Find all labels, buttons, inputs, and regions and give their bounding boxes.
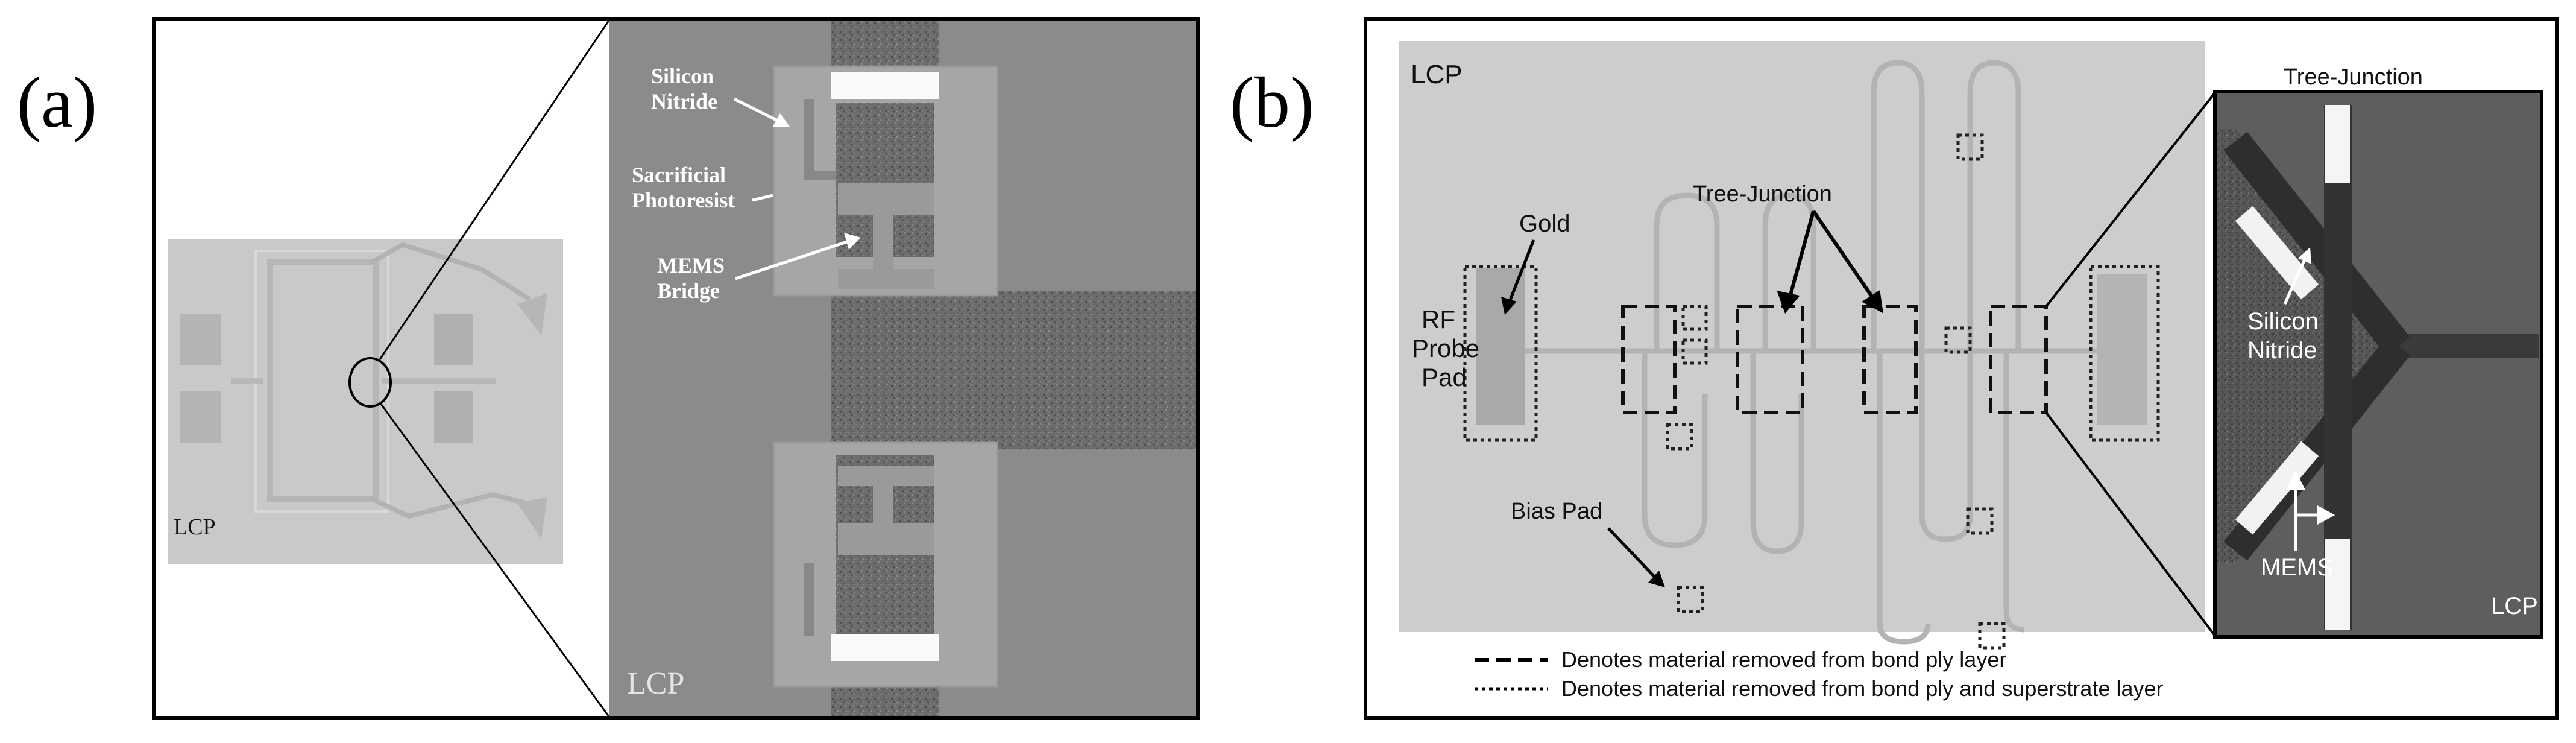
zoom-line-top: [379, 21, 610, 360]
inset-silicon-nitride-arrow: [2283, 257, 2307, 305]
zoom-lcp-label: LCP: [627, 666, 684, 701]
silicon-nitride-label-line2: Nitride: [651, 89, 717, 113]
mems-bridge-label-line2: Bridge: [657, 279, 720, 303]
rf-probe-pad-left: [1476, 268, 1525, 425]
panel-b-label: (b): [1230, 62, 1314, 142]
gold-arrow: [1508, 239, 1535, 302]
legend-dashed-text: Denotes material removed from bond ply l…: [1561, 647, 2006, 672]
dotted-cutouts: [1463, 133, 2160, 650]
panel-a: LCP Silicon: [152, 17, 1200, 720]
rf-label-line3: Pad: [1422, 363, 1467, 391]
lcp-label: LCP: [1411, 60, 1463, 89]
silicon-nitride-arrow: [733, 97, 784, 125]
dashed-cutouts: [1621, 305, 2048, 414]
panel-a-figure: LCP Silicon: [168, 21, 1196, 716]
bias-pad-arrow: [1607, 527, 1657, 579]
rf-label-line2: Probe: [1412, 334, 1479, 362]
legend: Denotes material removed from bond ply l…: [1475, 647, 2164, 701]
silicon-nitride-label-line1: Silicon: [651, 64, 714, 88]
inset-title: Tree-Junction: [2284, 65, 2423, 90]
mems-bridge-micrograph: [609, 21, 1196, 716]
inset-lcp-label: LCP: [2491, 593, 2538, 619]
mems-bridge-label-line1: MEMS: [657, 253, 725, 277]
zoom-circle: [348, 357, 392, 408]
lcp-overview-image: [168, 239, 563, 564]
photoresist-arrow: [752, 194, 773, 202]
gold-label: Gold: [1519, 210, 1570, 237]
panel-b-figure: LCP Gold RF Probe Pad Tree-Junction Bias…: [1399, 41, 2543, 701]
legend-dotted-text: Denotes material removed from bond ply a…: [1561, 676, 2164, 701]
tree-junction-inset: [2213, 90, 2543, 639]
bias-pad-label: Bias Pad: [1511, 499, 1602, 524]
zoom-line-bottom: [380, 403, 610, 716]
inset-mems-label: MEMS: [2261, 554, 2333, 581]
photoresist-label-line2: Photoresist: [632, 188, 735, 212]
tree-junction-label: Tree-Junction: [1693, 182, 1832, 207]
inset-silicon-nitride-line2: Nitride: [2247, 337, 2317, 364]
inset-mems-arrows: [2285, 470, 2335, 551]
rf-label-line1: RF: [1422, 305, 1455, 334]
tree-junction-arrows: [1777, 210, 1883, 314]
inset-silicon-nitride-line1: Silicon: [2247, 308, 2319, 335]
rf-probe-pad-right: [2097, 274, 2147, 425]
mems-bridge-arrow: [735, 239, 849, 280]
panel-a-label: (a): [17, 62, 98, 142]
overview-lcp-label: LCP: [174, 514, 216, 540]
inset-zoom-line-top: [2045, 92, 2216, 308]
inset-zoom-line-bottom: [2045, 411, 2216, 637]
panel-b: LCP Gold RF Probe Pad Tree-Junction Bias…: [1364, 17, 2559, 720]
photoresist-label-line1: Sacrificial: [632, 163, 726, 187]
